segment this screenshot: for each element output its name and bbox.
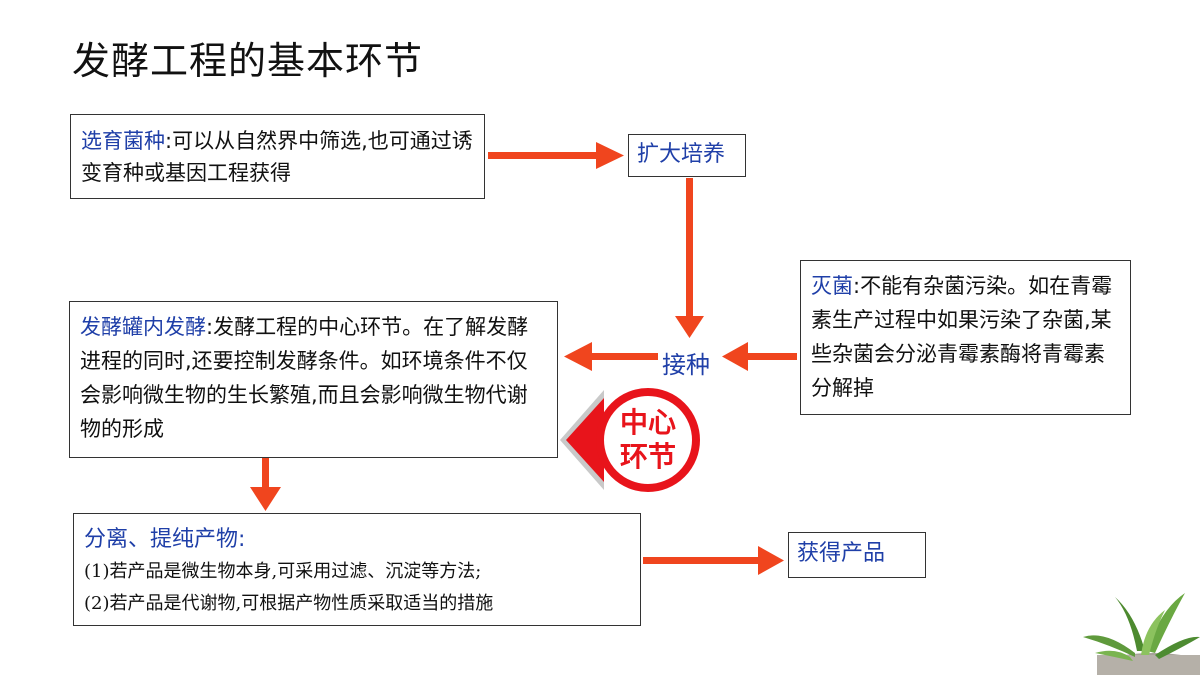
arrow-select-to-expand [488,152,598,159]
separation-colon: : [238,527,246,552]
arrow-inoculation-to-ferment-head [564,342,592,371]
plant-decoration [1083,593,1200,675]
arrow-expand-to-inoculation-head [675,316,704,338]
arrow-ferment-to-separation-head [250,487,281,511]
arrow-separation-to-product-head [758,546,784,575]
separation-key: 分离、提纯产物 [84,527,239,552]
sterilize-key: 灭菌 [811,274,853,298]
arrow-sterilize-to-inoculation-head [722,342,748,371]
sterilize-text: :不能有杂菌污染。如在青霉素生产过程中如果污染了杂菌,某些杂菌会分泌青霉素酶将青… [811,274,1113,400]
separation-line-2: (2)若产品是代谢物,可根据产物性质采取适当的措施 [84,593,494,614]
page-title: 发酵工程的基本环节 [72,39,424,83]
select-strain-text: :可以从自然界中筛选,也可通过诱变育种或基因工程获得 [81,129,473,185]
separation-line-1: (1)若产品是微生物本身,可采用过滤、沉淀等方法; [84,561,482,582]
arrow-sterilize-to-inoculation [745,353,797,360]
arrow-select-to-expand-head [596,142,624,169]
center-badge-line1: 中心 [619,406,676,439]
select-strain-box: 选育菌种:可以从自然界中筛选,也可通过诱变育种或基因工程获得 [70,114,485,199]
center-badge: 中心 环节 [596,388,700,492]
inoculation-label: 接种 [662,351,710,379]
center-badge-line2: 环节 [619,440,676,473]
fermentation-box: 发酵罐内发酵:发酵工程的中心环节。在了解发酵进程的同时,还要控制发酵条件。如环境… [69,301,558,458]
product-box: 获得产品 [788,532,926,578]
arrow-expand-to-inoculation [686,178,693,318]
sterilize-box: 灭菌:不能有杂菌污染。如在青霉素生产过程中如果污染了杂菌,某些杂菌会分泌青霉素酶… [800,260,1131,415]
arrow-separation-to-product [643,557,761,564]
select-strain-key: 选育菌种 [81,129,165,153]
expand-culture-box: 扩大培养 [628,134,746,177]
fermentation-text: :发酵工程的中心环节。在了解发酵进程的同时,还要控制发酵条件。如环境条件不仅会影… [80,315,529,441]
arrow-ferment-to-separation [262,458,269,490]
separation-box: 分离、提纯产物: (1)若产品是微生物本身,可采用过滤、沉淀等方法; (2)若产… [73,513,641,626]
fermentation-key: 发酵罐内发酵 [80,315,206,339]
arrow-inoculation-to-ferment [588,353,658,360]
